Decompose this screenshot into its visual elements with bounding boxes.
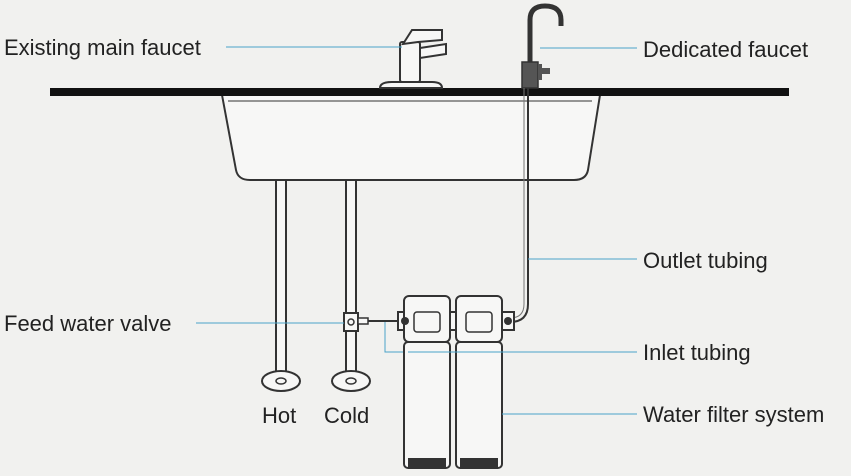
sink-basin: [221, 94, 601, 181]
feed-water-valve: [343, 312, 369, 332]
label-hot: Hot: [262, 403, 296, 428]
label-inlet-tubing: Inlet tubing: [643, 340, 751, 365]
label-cold: Cold: [324, 403, 369, 428]
cold-pipe: [331, 179, 371, 392]
filter-system: [397, 295, 515, 469]
main-faucet: [378, 29, 447, 89]
label-outlet-tubing: Outlet tubing: [643, 248, 768, 273]
countertop: [50, 88, 789, 96]
label-existing-faucet: Existing main faucet: [4, 35, 201, 60]
dedicated-faucet: [521, 3, 564, 89]
leader-lines: [196, 46, 637, 415]
label-filter-system: Water filter system: [643, 402, 824, 427]
hot-pipe: [261, 179, 301, 392]
label-feed-valve: Feed water valve: [4, 311, 172, 336]
inlet-tubing-blue: [384, 322, 408, 353]
label-dedicated-faucet: Dedicated faucet: [643, 37, 808, 62]
